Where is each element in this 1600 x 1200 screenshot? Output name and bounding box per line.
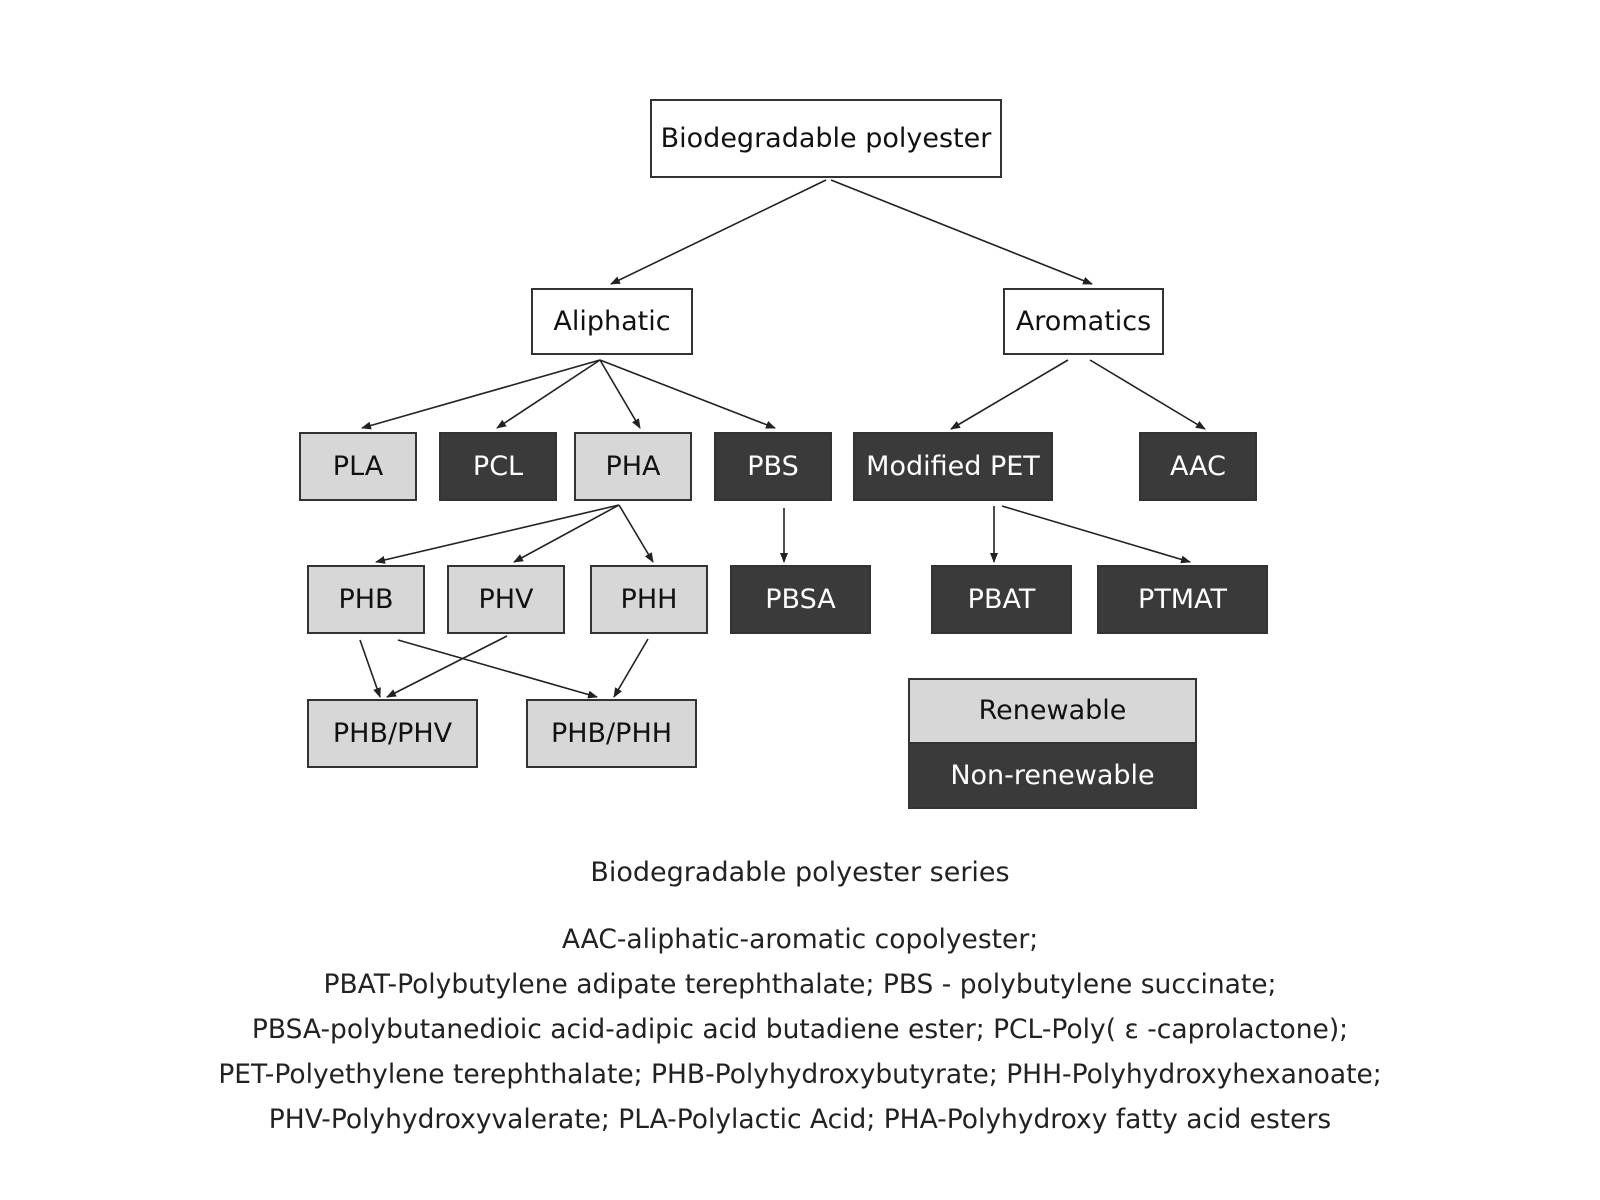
node-phh: PHH	[590, 565, 708, 634]
note-line: PBSA-polybutanedioic acid-adipic acid bu…	[251, 1014, 1349, 1045]
arrow-aromatics-aac	[1089, 359, 1206, 430]
note-line: PET-Polyethylene terephthalate; PHB-Poly…	[218, 1059, 1382, 1090]
node-pbsa: PBSA	[730, 565, 871, 634]
node-modified-pet: Modified PET	[853, 432, 1053, 501]
arrow-aliphatic-pha	[599, 359, 641, 429]
arrow-phb-phbphh	[397, 639, 598, 699]
node-phb: PHB	[307, 565, 425, 634]
arrow-phb-phbphv	[359, 639, 381, 698]
node-pbs: PBS	[714, 432, 832, 501]
node-ptmat: PTMAT	[1097, 565, 1268, 634]
arrow-pha-phv	[513, 504, 620, 563]
arrow-root-aromatics	[830, 179, 1093, 285]
arrow-pha-phb	[375, 504, 620, 564]
arrow-phh-phbphh	[613, 638, 649, 698]
note-line: AAC-aliphatic-aromatic copolyester;	[561, 924, 1039, 955]
node-biodegradable-polyester: Biodegradable polyester	[650, 99, 1002, 178]
abbreviation-notes: AAC-aliphatic-aromatic copolyester; PBAT…	[0, 917, 1600, 1142]
legend-non-renewable: Non-renewable	[910, 743, 1195, 807]
legend-renewable: Renewable	[910, 680, 1195, 744]
arrow-root-aliphatic	[610, 179, 827, 285]
arrow-phv-phbphv	[386, 635, 508, 698]
arrow-aliphatic-pla	[361, 359, 601, 430]
diagram-caption: Biodegradable polyester series	[590, 857, 1010, 888]
node-phb-phh: PHB/PHH	[526, 699, 697, 768]
node-pbat: PBAT	[931, 565, 1072, 634]
legend: Renewable Non-renewable	[908, 678, 1197, 809]
note-line: PBAT-Polybutylene adipate terephthalate;…	[323, 969, 1277, 1000]
arrow-pha-phh	[618, 504, 654, 563]
arrow-modified-pet-ptmat	[1001, 505, 1191, 564]
node-aromatics: Aromatics	[1003, 288, 1164, 355]
node-aac: AAC	[1139, 432, 1257, 501]
node-phv: PHV	[447, 565, 565, 634]
arrow-aliphatic-pcl	[496, 359, 601, 429]
node-pcl: PCL	[439, 432, 557, 501]
node-phb-phv: PHB/PHV	[307, 699, 478, 768]
node-aliphatic: Aliphatic	[531, 288, 693, 355]
note-line: PHV-Polyhydroxyvalerate; PLA-Polylactic …	[268, 1104, 1332, 1135]
arrow-aromatics-modified-pet	[950, 359, 1069, 430]
node-pla: PLA	[299, 432, 417, 501]
arrow-aliphatic-pbs	[599, 359, 776, 429]
node-pha: PHA	[574, 432, 692, 501]
